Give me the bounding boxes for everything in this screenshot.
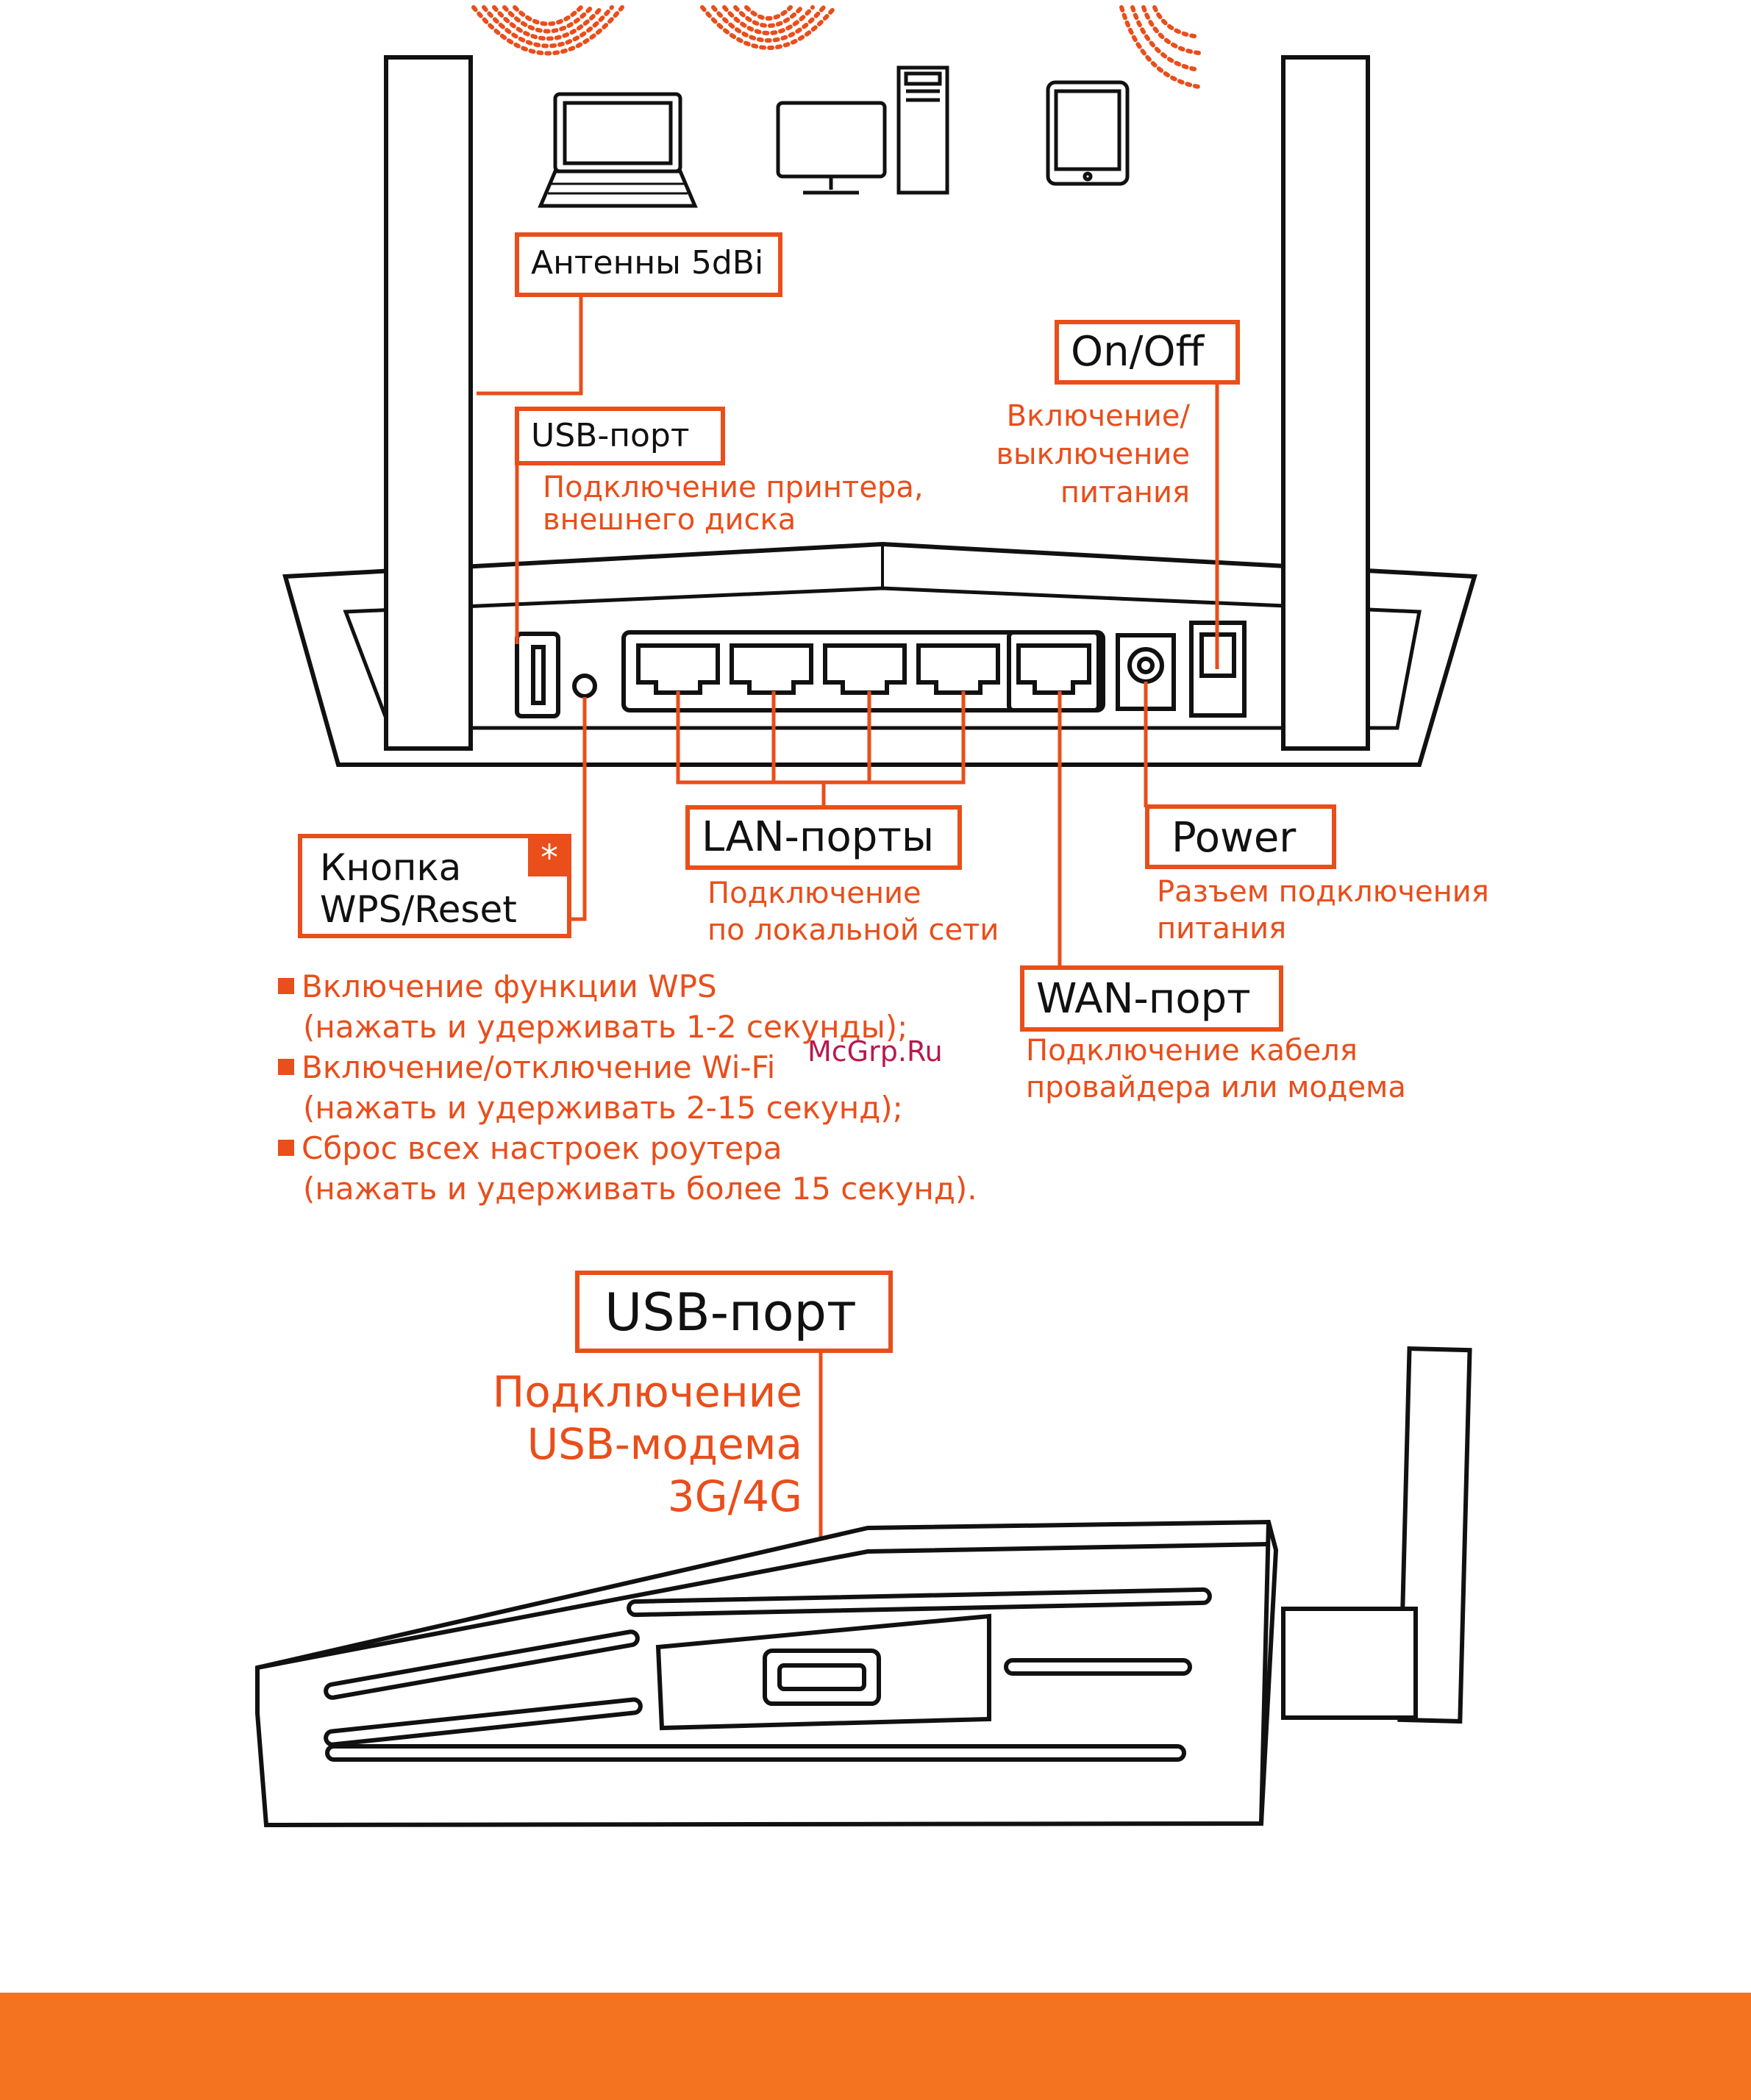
usb-port-side-label: USB-порт (575, 1271, 893, 1353)
router-side-view (255, 1346, 1472, 1828)
tablet-icon (1046, 80, 1130, 186)
power-label: Power (1145, 804, 1336, 869)
devices-icons (538, 65, 1130, 208)
wps-functions-list: Включение функции WPS (нажать и удержива… (278, 966, 977, 1209)
footer-bar (0, 1993, 1751, 2100)
usb-port-top-label: USB-порт (515, 407, 725, 465)
asterisk-badge: * (528, 834, 571, 879)
usb-port-top-description: Подключение принтера,внешнего диска (543, 471, 924, 537)
watermark: McGrp.Ru (807, 1035, 943, 1068)
wan-port-label: WAN-порт (1020, 965, 1283, 1032)
lan-ports-label: LAN-порты (685, 805, 962, 870)
onoff-label: On/Off (1055, 320, 1240, 385)
list-item: Включение функции WPS (278, 966, 977, 1007)
desktop-computer-icon (776, 65, 949, 195)
laptop-icon (538, 92, 698, 208)
antennas-label: Антенны 5dBi (515, 232, 782, 297)
wifi-signal-icons (471, 5, 1201, 89)
router-rear-view (282, 55, 1477, 767)
list-item: Включение/отключение Wi-Fi (278, 1047, 977, 1088)
list-item: Сброс всех настроек роутера (278, 1128, 977, 1168)
